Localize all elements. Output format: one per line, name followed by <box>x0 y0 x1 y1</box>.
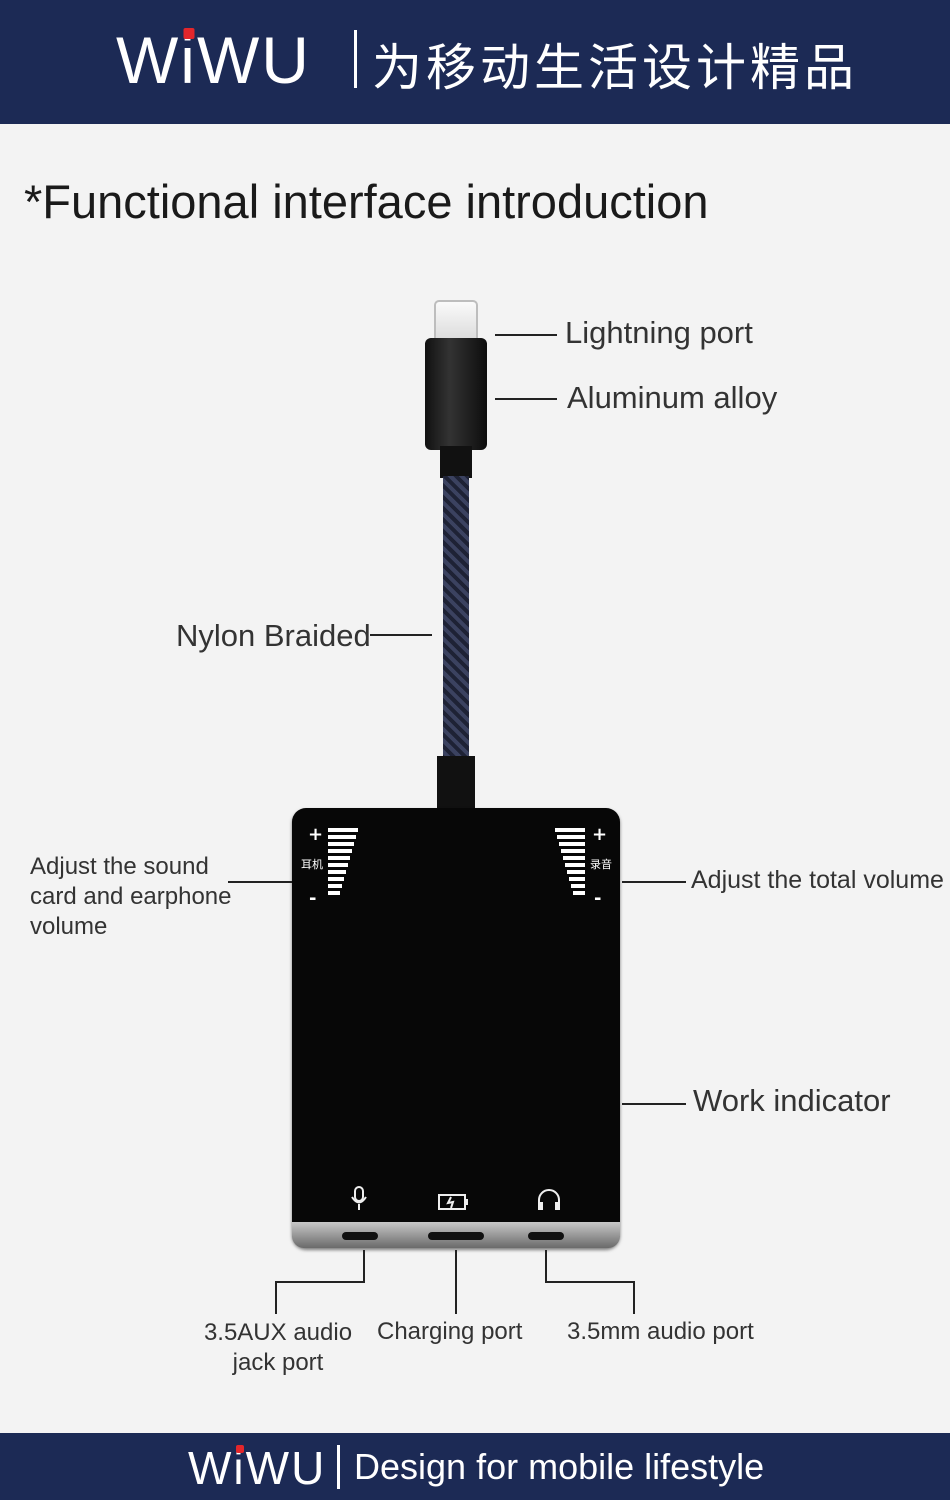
leader-line-aux-v2 <box>275 1281 277 1314</box>
right-minus-glyph: - <box>594 888 602 909</box>
braided-cable <box>443 476 469 760</box>
footer-band: WiWU Design for mobile lifestyle <box>0 1433 950 1500</box>
leader-line-aluminum <box>495 398 557 400</box>
leader-line-35-v2 <box>633 1281 635 1314</box>
cable-boot-bottom <box>437 756 475 812</box>
label-aux-port: 3.5AUX audio jack port <box>203 1319 353 1376</box>
sound-card-body <box>292 808 620 1248</box>
battery-charging-icon <box>437 1192 469 1216</box>
cable-boot-top <box>440 446 472 478</box>
footer-divider <box>337 1445 340 1489</box>
leader-line-total <box>622 881 686 883</box>
microphone-icon <box>350 1186 368 1217</box>
leader-line-work <box>622 1103 686 1105</box>
right-plus-glyph: + <box>592 824 608 845</box>
header-divider <box>354 30 357 88</box>
label-nylon-braided: Nylon Braided <box>176 618 371 653</box>
label-lightning-port: Lightning port <box>565 315 753 350</box>
label-total-volume: Adjust the total volume <box>691 866 944 894</box>
aluminum-housing <box>425 338 487 450</box>
leader-line-lightning <box>495 334 557 336</box>
label-work-indicator: Work indicator <box>693 1083 891 1118</box>
audio-jack-opening <box>528 1232 564 1240</box>
leader-line-35-v1 <box>545 1250 547 1282</box>
left-volume-bars <box>328 828 358 898</box>
leader-line-sound <box>228 881 292 883</box>
aux-jack-opening <box>342 1232 378 1240</box>
right-volume-bars <box>555 828 585 898</box>
label-35mm-port: 3.5mm audio port <box>567 1318 754 1345</box>
leader-line-aux-h <box>275 1281 365 1283</box>
footer-brand-logo: WiWU <box>188 1442 327 1494</box>
header-band: WiWU 为移动生活设计精品 <box>0 0 950 124</box>
leader-line-nylon <box>370 634 432 636</box>
label-sound-card-volume: Adjust the sound card and earphone volum… <box>30 853 232 940</box>
left-plus-glyph: + <box>308 824 324 845</box>
headphones-icon <box>536 1188 562 1217</box>
leader-line-35-h <box>545 1281 635 1283</box>
label-charging-port: Charging port <box>377 1318 523 1345</box>
leader-line-aux-v1 <box>363 1250 365 1282</box>
footer-slogan: Design for mobile lifestyle <box>354 1446 765 1487</box>
leader-line-charge <box>455 1250 457 1314</box>
header-slogan: 为移动生活设计精品 <box>372 39 858 97</box>
charging-port-opening <box>428 1232 484 1240</box>
left-minus-glyph: - <box>309 888 317 909</box>
right-dial-label: 录音 <box>590 858 612 871</box>
brand-logo: WiWU <box>116 23 311 97</box>
page-title: *Functional interface introduction <box>24 175 709 228</box>
label-aluminum-alloy: Aluminum alloy <box>567 380 778 415</box>
left-dial-label: 耳机 <box>301 858 323 871</box>
